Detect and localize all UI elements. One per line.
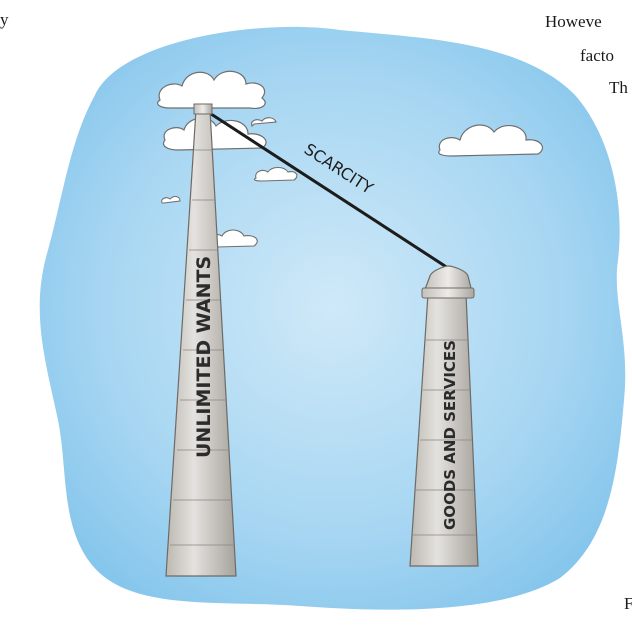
margin-fragment-right-3: Th bbox=[609, 78, 628, 98]
margin-fragment-top-left: y bbox=[0, 10, 9, 30]
margin-fragment-right-2: facto bbox=[580, 46, 614, 66]
goods-and-services-label: GOODS AND SERVICES bbox=[441, 340, 459, 530]
margin-fragment-right-1: Howeve bbox=[545, 12, 602, 32]
unlimited-wants-label: UNLIMITED WANTS bbox=[193, 256, 215, 458]
sky-background bbox=[40, 27, 626, 610]
margin-fragment-bottom-right: F bbox=[624, 594, 632, 614]
